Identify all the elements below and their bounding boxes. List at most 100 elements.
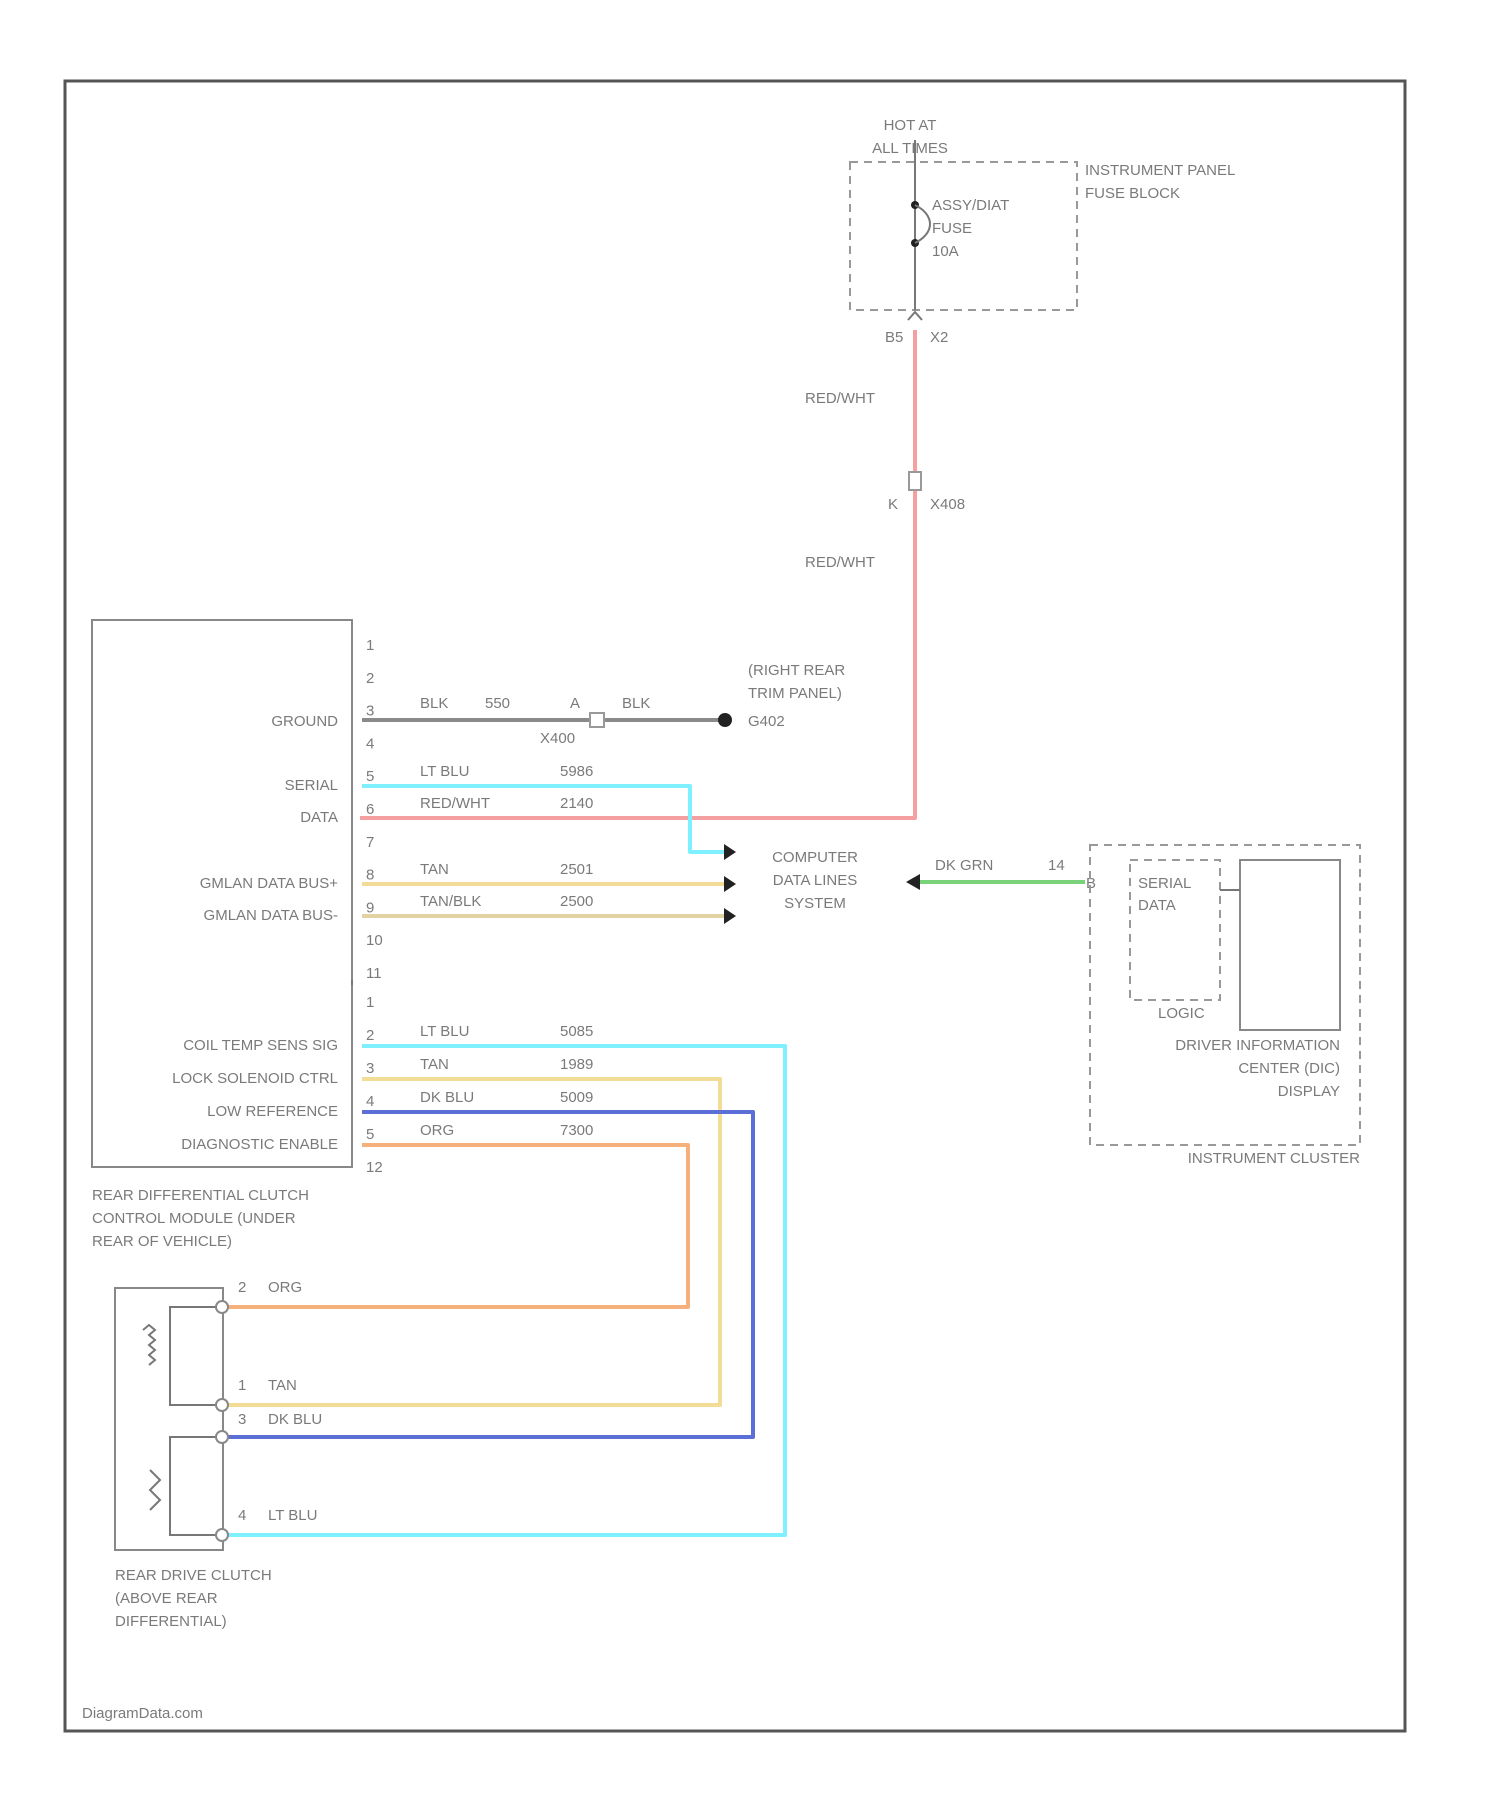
ground-id: G402 — [748, 713, 785, 730]
arrow-dk-grn — [906, 874, 920, 890]
clutch-name-3: DIFFERENTIAL) — [115, 1613, 227, 1630]
label-gmlan-minus: GMLAN DATA BUS- — [204, 907, 338, 924]
wire-tan-lock-solenoid — [222, 1079, 720, 1405]
module-name-2: CONTROL MODULE (UNDER — [92, 1210, 296, 1227]
x2-wire2-color: TAN — [420, 1056, 449, 1073]
cdl-label-1: COMPUTER — [772, 849, 858, 866]
clutch-wire-label-1: ORG — [268, 1279, 302, 1296]
x2-pin-column: 1234512 — [366, 994, 383, 1176]
ground-wire-color-after: BLK — [622, 695, 650, 712]
label-diagnostic-enable: DIAGNOSTIC ENABLE — [181, 1136, 338, 1153]
x1-wire3-circuit: 2501 — [560, 861, 593, 878]
coil-symbol — [143, 1325, 155, 1365]
fuse-label-2: FUSE — [932, 220, 972, 237]
arrow-gmlan-minus — [724, 908, 736, 924]
x1-wire2-circuit: 2140 — [560, 795, 593, 812]
serial-data-label-1: SERIAL — [1138, 875, 1191, 892]
ground-conn-name: X400 — [540, 730, 575, 747]
fuse-connector-chevron — [908, 312, 922, 320]
x1-pin-3: 3 — [366, 703, 374, 720]
ground-location-1: (RIGHT REAR — [748, 662, 845, 679]
x1-pin-4: 4 — [366, 735, 374, 752]
clutch-sensor-loop — [170, 1437, 222, 1535]
clutch-pin-label-3: 3 — [238, 1411, 246, 1428]
x2-pin-2: 2 — [366, 1027, 374, 1044]
label-ground: GROUND — [271, 713, 338, 730]
hot-label-1: HOT AT — [884, 117, 937, 134]
ground-location-2: TRIM PANEL) — [748, 685, 842, 702]
fuse-label-3: 10A — [932, 243, 959, 260]
x2-wire3-color: DK BLU — [420, 1089, 474, 1106]
watermark: DiagramData.com — [82, 1705, 203, 1722]
fuse-block-label-1: INSTRUMENT PANEL — [1085, 162, 1235, 179]
clutch-pin-label-2: 1 — [238, 1377, 246, 1394]
hot-label-2: ALL TIMES — [872, 140, 948, 157]
x1-pin-9: 9 — [366, 899, 374, 916]
x2-pin-12: 12 — [366, 1159, 383, 1176]
label-lock-solenoid: LOCK SOLENOID CTRL — [172, 1070, 338, 1087]
dic-label-1: DRIVER INFORMATION — [1175, 1037, 1340, 1054]
x1-wire2-color: RED/WHT — [420, 795, 490, 812]
serial-data-label-2: DATA — [1138, 897, 1176, 914]
x2-pin-5: 5 — [366, 1126, 374, 1143]
dic-label-2: CENTER (DIC) — [1238, 1060, 1340, 1077]
label-data: DATA — [300, 809, 338, 826]
x1-pin-5: 5 — [366, 768, 374, 785]
dic-label-3: DISPLAY — [1278, 1083, 1340, 1100]
cluster-pin-letter: B — [1086, 875, 1096, 892]
x2-pin-4: 4 — [366, 1093, 374, 1110]
x2-wire1-color: LT BLU — [420, 1023, 469, 1040]
clutch-name-2: (ABOVE REAR — [115, 1590, 218, 1607]
x1-pin-11: 11 — [366, 965, 382, 982]
fuse-block-label-2: FUSE BLOCK — [1085, 185, 1180, 202]
clutch-pin-1 — [216, 1399, 228, 1411]
label-coil-temp: COIL TEMP SENS SIG — [183, 1037, 338, 1054]
fuse-symbol — [915, 205, 930, 243]
x1-wire3-color: TAN — [420, 861, 449, 878]
module-name-3: REAR OF VEHICLE) — [92, 1233, 232, 1250]
ground-wire-color: BLK — [420, 695, 448, 712]
label-gmlan-plus: GMLAN DATA BUS+ — [200, 875, 338, 892]
fuse-label-1: ASSY/DIAT — [932, 197, 1009, 214]
clutch-pin-label-1: 2 — [238, 1279, 246, 1296]
x1-wire1-circuit: 5986 — [560, 763, 593, 780]
inline-pin-label: K — [888, 496, 898, 513]
module-name-1: REAR DIFFERENTIAL CLUTCH — [92, 1187, 309, 1204]
clutch-pin-label-4: 4 — [238, 1507, 246, 1524]
dk-grn-label: DK GRN — [935, 857, 993, 874]
x2-wire2-circuit: 1989 — [560, 1056, 593, 1073]
x1-pin-1: 1 — [366, 637, 374, 654]
cdl-label-2: DATA LINES — [773, 872, 857, 889]
ground-point — [718, 713, 732, 727]
clutch-wire-label-3: DK BLU — [268, 1411, 322, 1428]
instrument-cluster-label: INSTRUMENT CLUSTER — [1188, 1150, 1360, 1167]
inline-connector — [909, 472, 921, 490]
fuse-pin-b: B5 — [885, 329, 903, 346]
label-low-reference: LOW REFERENCE — [207, 1103, 338, 1120]
x1-wire4-circuit: 2500 — [560, 893, 593, 910]
fuse-pin-x: X2 — [930, 329, 948, 346]
dic-display-box — [1240, 860, 1340, 1030]
red-wht-label-top: RED/WHT — [805, 390, 875, 407]
diagram-frame — [65, 81, 1405, 1731]
clutch-name-1: REAR DRIVE CLUTCH — [115, 1567, 272, 1584]
temp-sensor-symbol — [150, 1470, 160, 1510]
x1-wire4-color: TAN/BLK — [420, 893, 481, 910]
x2-pin-1: 1 — [366, 994, 374, 1011]
x1-pin-10: 10 — [366, 932, 383, 949]
arrow-serial — [724, 844, 736, 860]
x1-pin-2: 2 — [366, 670, 374, 687]
x2-wire1-circuit: 5085 — [560, 1023, 593, 1040]
x1-pin-7: 7 — [366, 834, 374, 851]
inline-connector-label: X408 — [930, 496, 965, 513]
arrow-gmlan-plus — [724, 876, 736, 892]
x2-wire4-circuit: 7300 — [560, 1122, 593, 1139]
logic-label: LOGIC — [1158, 1005, 1205, 1022]
cdl-label-3: SYSTEM — [784, 895, 846, 912]
label-serial: SERIAL — [285, 777, 338, 794]
clutch-pin-3 — [216, 1431, 228, 1443]
ground-circuit: 550 — [485, 695, 510, 712]
